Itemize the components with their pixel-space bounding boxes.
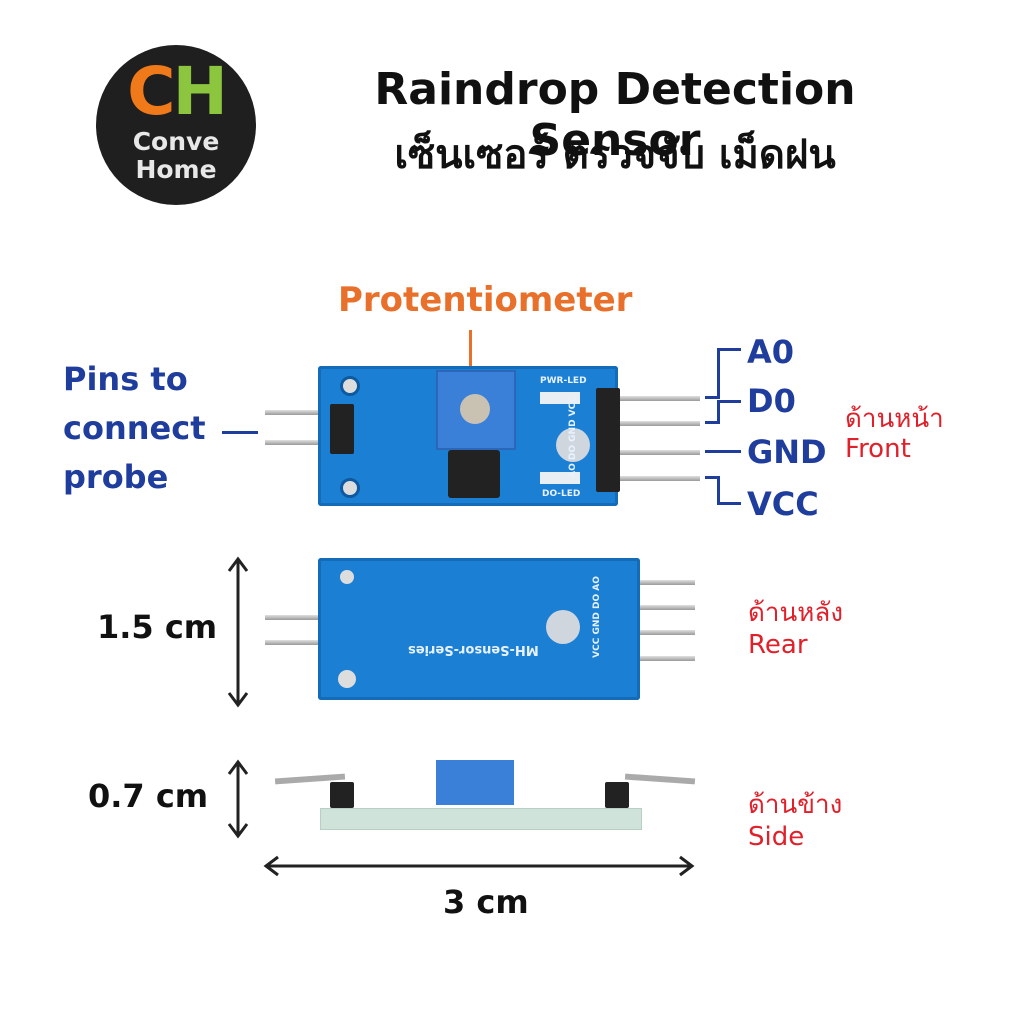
header-pin [610, 476, 700, 481]
side-view-th: ด้านข้าง [748, 790, 843, 820]
mount-hole [340, 570, 354, 584]
height-label: 1.5 cm [97, 608, 218, 646]
front-view-en: Front [845, 434, 911, 464]
thickness-label: 0.7 cm [88, 777, 209, 815]
header-pin [610, 396, 700, 401]
logo-line2: Home [135, 155, 217, 184]
title-th: เซ็นเซอร์ ตรวจจับ เม็ดฝน [394, 132, 836, 178]
mount-hole [546, 610, 580, 644]
pin-label-gnd: GND [747, 433, 827, 471]
probe-header [330, 404, 354, 454]
do-led [540, 472, 580, 484]
mount-hole [340, 478, 360, 498]
probe-label-2: connect [63, 409, 206, 447]
silk-pwr-led: PWR-LED [540, 376, 587, 386]
silk-series: MH-Sensor-Series [408, 642, 539, 657]
mount-hole [340, 376, 360, 396]
side-pin [624, 773, 696, 785]
potentiometer-pointer [469, 330, 472, 366]
probe-label-3: probe [63, 458, 169, 496]
rear-view-th: ด้านหลัง [748, 598, 844, 628]
header-pin [610, 421, 700, 426]
probe-pointer [222, 431, 258, 434]
silk-pin-labels: VCC GND DO AO [591, 576, 602, 658]
output-header [596, 388, 620, 492]
header-pin [620, 580, 695, 585]
potentiometer [436, 370, 516, 450]
header-pin [610, 450, 700, 455]
pin-label-d0: D0 [747, 382, 796, 420]
comparator-chip [448, 450, 500, 498]
pin-label-a0: A0 [747, 333, 795, 371]
pwr-led [540, 392, 580, 404]
title-en: Raindrop Detection Sensor [374, 64, 856, 166]
side-header [605, 782, 629, 808]
potentiometer-label: Protentiometer [338, 280, 633, 320]
front-board: PWR-LED DO-LED AO DO GND VCC [318, 366, 620, 506]
silk-pin-labels: AO DO GND VCC [567, 396, 578, 478]
rear-view-en: Rear [748, 630, 808, 660]
logo-h: H [172, 53, 228, 130]
header-pin [620, 605, 695, 610]
probe-pin [265, 615, 325, 620]
front-view-th: ด้านหน้า [845, 404, 944, 434]
side-board [320, 808, 642, 830]
header-pin [620, 630, 695, 635]
probe-pin [265, 640, 325, 645]
thickness-arrow [227, 759, 249, 839]
probe-pin [265, 410, 325, 415]
mount-hole [338, 670, 356, 688]
side-potentiometer [436, 760, 514, 805]
side-header [330, 782, 354, 808]
width-label: 3 cm [443, 883, 529, 921]
probe-label-1: Pins to [63, 360, 188, 398]
brand-logo: CH Conve Home [96, 45, 256, 205]
header-pin [620, 656, 695, 661]
pin-label-vcc: VCC [747, 485, 819, 523]
probe-pin [265, 440, 325, 445]
side-view-en: Side [748, 822, 805, 852]
mount-hole [556, 428, 590, 462]
width-arrow [263, 855, 695, 877]
logo-c: C [127, 53, 175, 130]
silk-do-led: DO-LED [542, 489, 581, 499]
rear-board: MH-Sensor-Series VCC GND DO AO [318, 558, 640, 700]
height-arrow [227, 556, 249, 708]
logo-line1: Conve [132, 127, 220, 156]
